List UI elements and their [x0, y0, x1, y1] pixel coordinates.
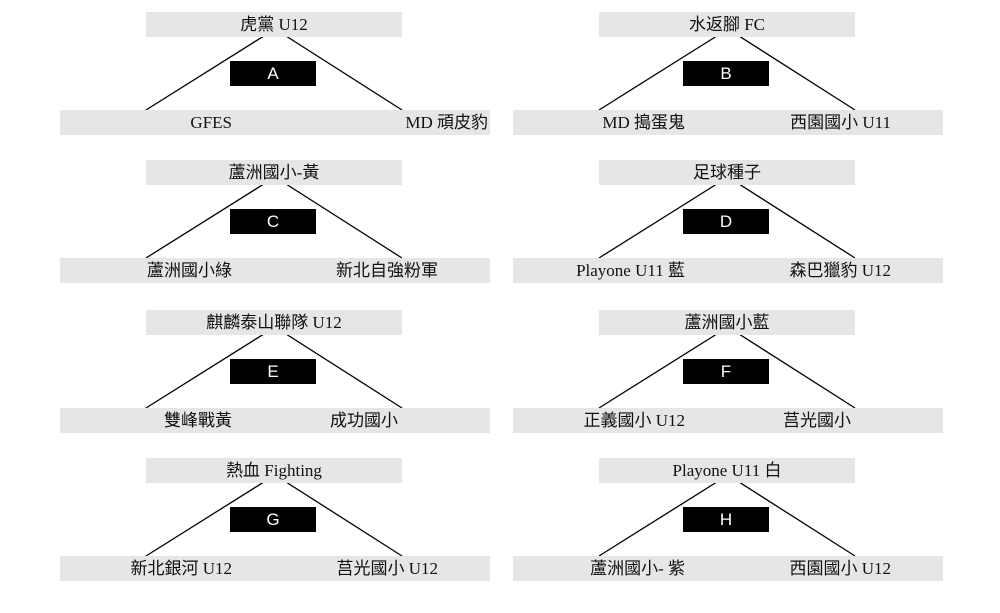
right-team: 莒光國小 U12: [336, 559, 438, 578]
top-team: 足球種子: [599, 160, 855, 185]
left-team: 正義國小 U12: [583, 411, 685, 430]
top-team: 虎黨 U12: [146, 12, 402, 37]
bottom-row: Playone U11 藍 森巴獵豹 U12: [513, 258, 943, 283]
group-letter: A: [230, 61, 316, 86]
top-team: 熱血 Fighting: [146, 458, 402, 483]
group-letter: G: [230, 507, 316, 532]
top-team: 麒麟泰山聯隊 U12: [146, 310, 402, 335]
top-team: Playone U11 白: [599, 458, 855, 483]
left-team: MD 搗蛋鬼: [602, 113, 685, 132]
left-team: 蘆洲國小- 紫: [590, 559, 685, 578]
group-b: 水返腳 FC MD 搗蛋鬼 西園國小 U11 B: [513, 12, 943, 137]
group-letter: C: [230, 209, 316, 234]
bottom-row: 蘆洲國小- 紫 西園國小 U12: [513, 556, 943, 581]
group-c: 蘆洲國小-黃 蘆洲國小綠 新北自強粉軍 C: [60, 160, 490, 285]
right-team: 西園國小 U11: [790, 113, 891, 132]
right-team: 森巴獵豹 U12: [789, 261, 891, 280]
right-team: MD 頑皮豹: [405, 113, 488, 132]
bottom-row: GFES MD 頑皮豹: [60, 110, 490, 135]
group-g: 熱血 Fighting 新北銀河 U12 莒光國小 U12 G: [60, 458, 490, 583]
bottom-row: 蘆洲國小綠 新北自強粉軍: [60, 258, 490, 283]
group-letter: F: [683, 359, 769, 384]
right-team: 新北自強粉軍: [336, 261, 438, 280]
left-team: 新北銀河 U12: [130, 559, 232, 578]
bottom-row: 雙峰戰黃 成功國小: [60, 408, 490, 433]
right-team: 莒光國小: [783, 411, 851, 430]
group-d: 足球種子 Playone U11 藍 森巴獵豹 U12 D: [513, 160, 943, 285]
group-e: 麒麟泰山聯隊 U12 雙峰戰黃 成功國小 E: [60, 310, 490, 435]
top-team: 蘆洲國小藍: [599, 310, 855, 335]
top-team: 蘆洲國小-黃: [146, 160, 402, 185]
right-team: 成功國小: [330, 411, 398, 430]
group-letter: D: [683, 209, 769, 234]
group-f: 蘆洲國小藍 正義國小 U12 莒光國小 F: [513, 310, 943, 435]
top-team: 水返腳 FC: [599, 12, 855, 37]
group-a: 虎黨 U12 GFES MD 頑皮豹 A: [60, 12, 490, 137]
left-team: 蘆洲國小綠: [147, 261, 232, 280]
group-letter: E: [230, 359, 316, 384]
bottom-row: 正義國小 U12 莒光國小: [513, 408, 943, 433]
group-letter: B: [683, 61, 769, 86]
left-team: GFES: [190, 113, 232, 132]
bottom-row: MD 搗蛋鬼 西園國小 U11: [513, 110, 943, 135]
left-team: Playone U11 藍: [576, 261, 685, 280]
right-team: 西園國小 U12: [789, 559, 891, 578]
left-team: 雙峰戰黃: [164, 411, 232, 430]
group-h: Playone U11 白 蘆洲國小- 紫 西園國小 U12 H: [513, 458, 943, 583]
group-letter: H: [683, 507, 769, 532]
bottom-row: 新北銀河 U12 莒光國小 U12: [60, 556, 490, 581]
